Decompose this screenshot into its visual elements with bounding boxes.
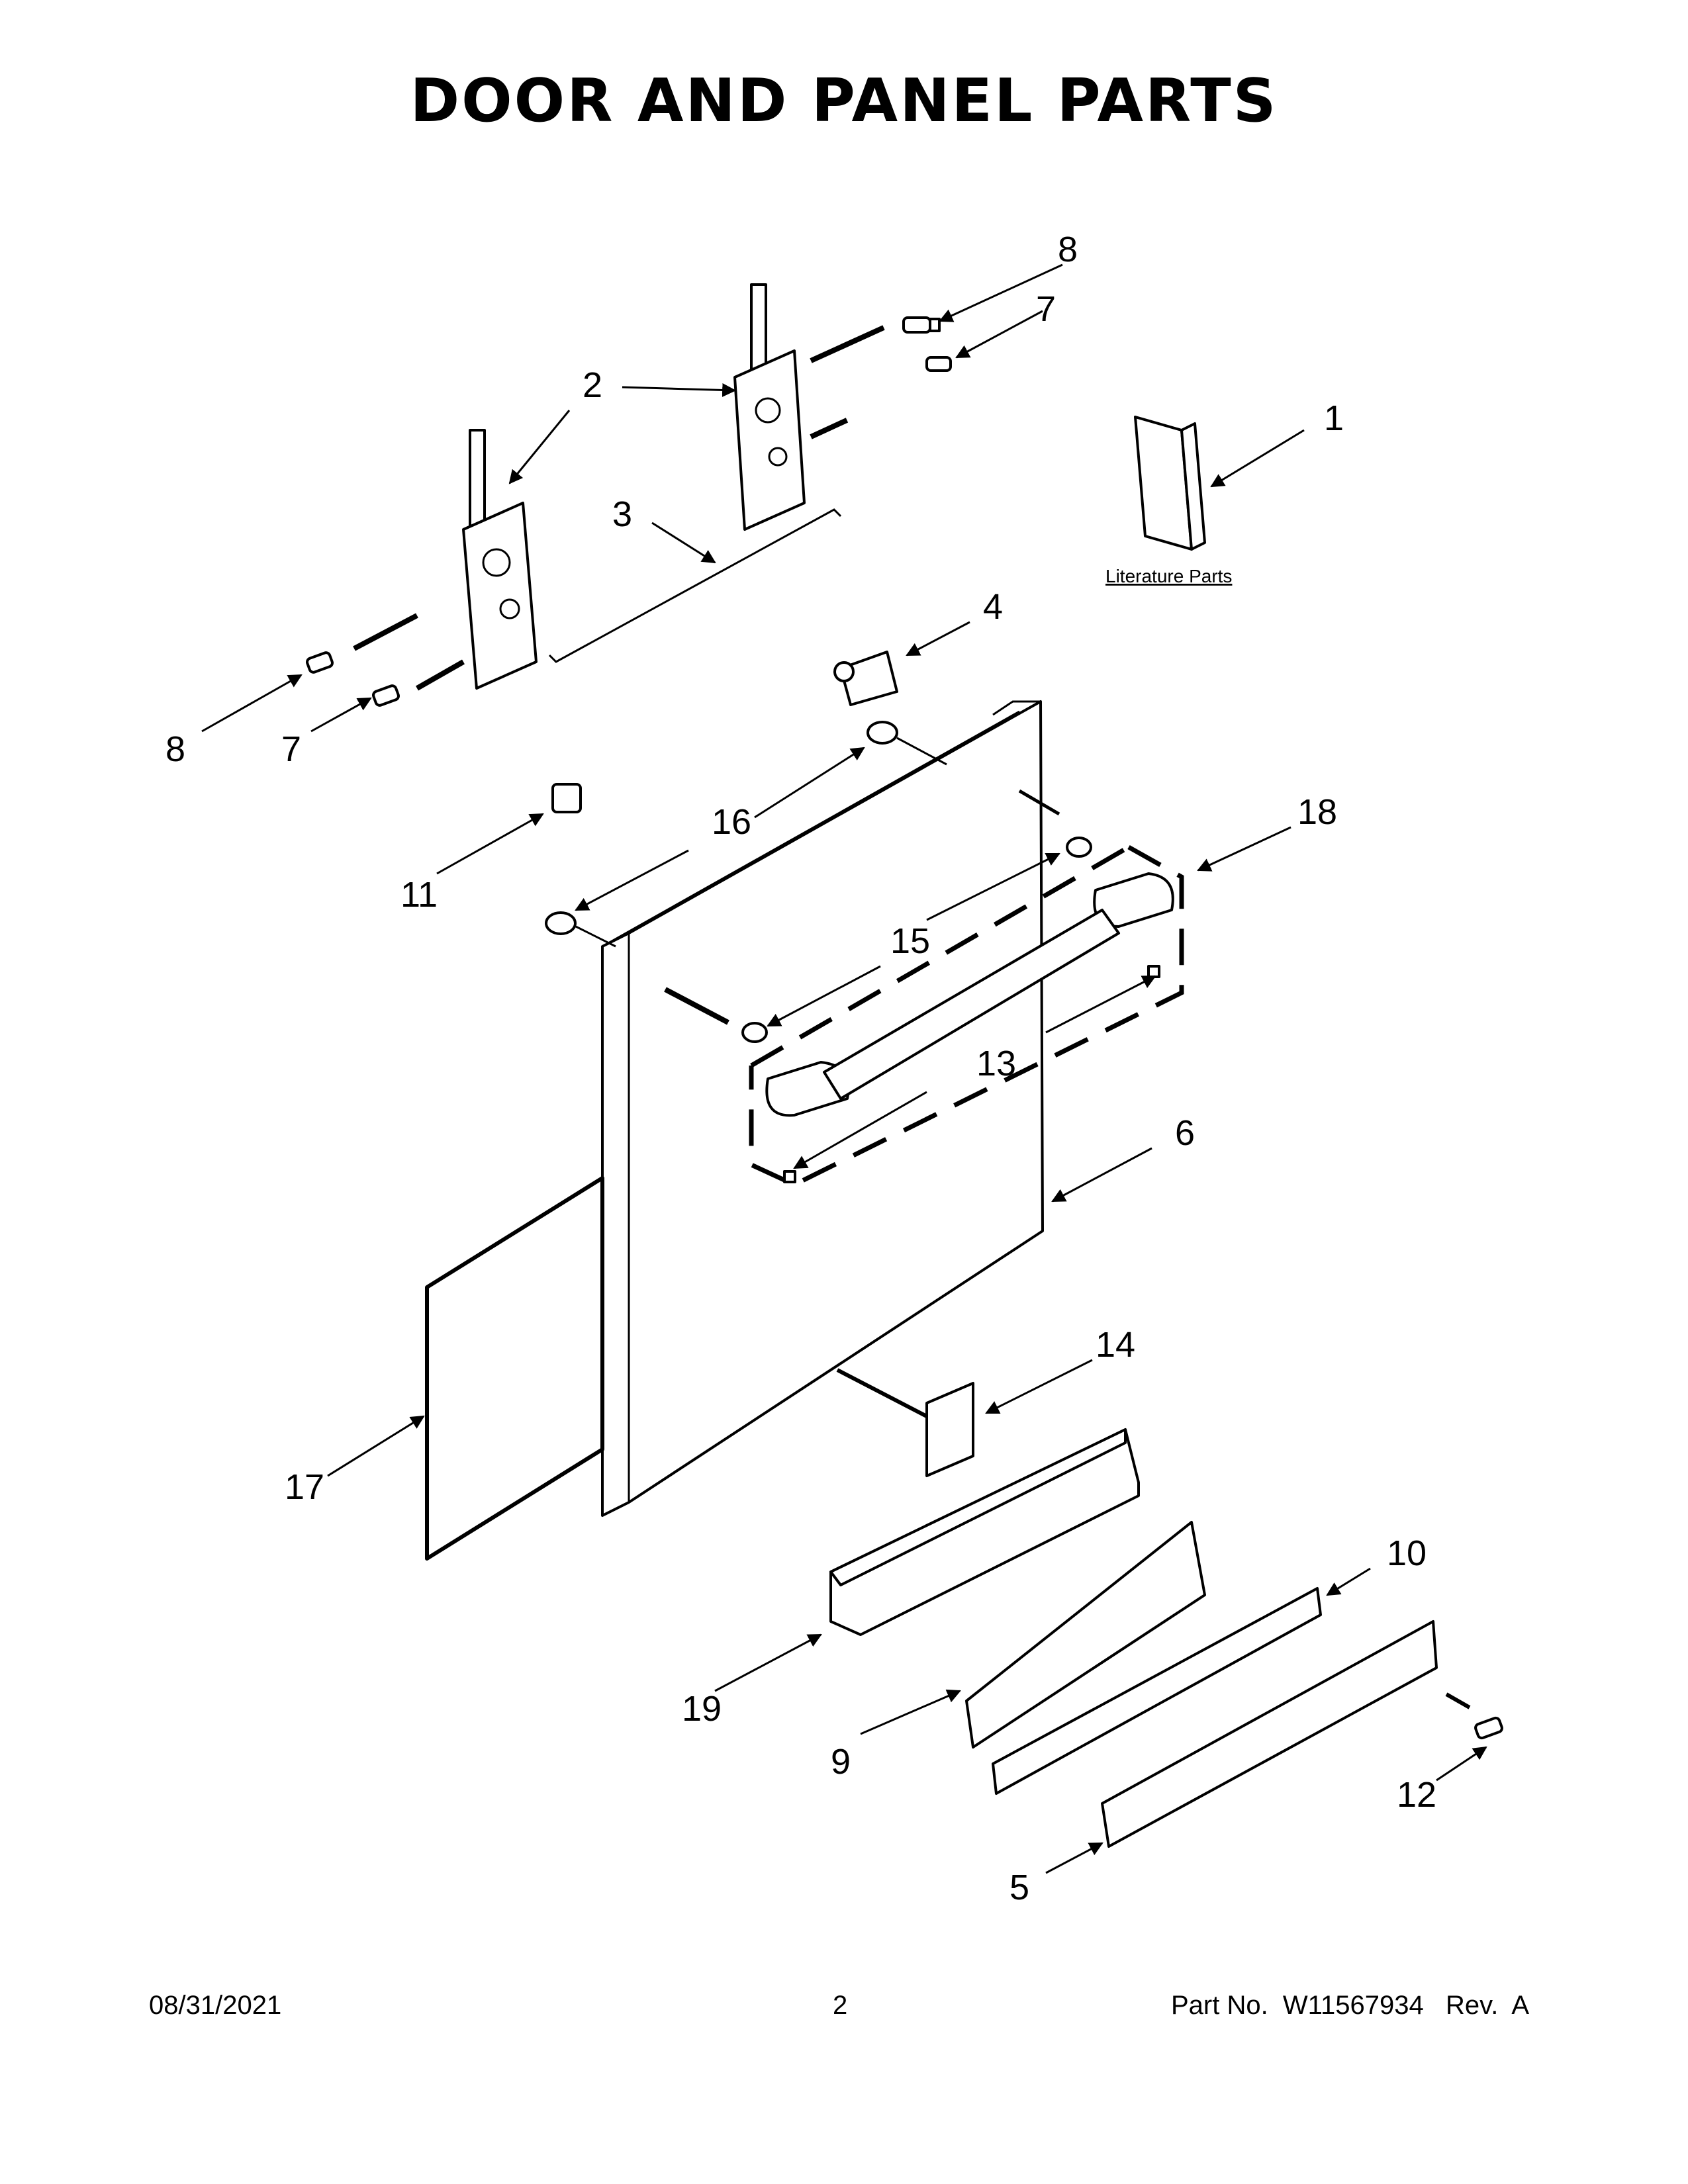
callout-13: 13 <box>976 1044 1016 1083</box>
door-handle <box>664 789 1184 1187</box>
callout-11: 11 <box>400 875 438 915</box>
door-clip <box>833 651 898 706</box>
hinge-rod <box>548 508 842 663</box>
toe-panel-upper <box>829 1428 1140 1636</box>
callout-8-left: 8 <box>165 729 185 769</box>
callout-3: 3 <box>612 494 632 534</box>
toe-panel-middle <box>965 1521 1206 1749</box>
toe-panel-lower <box>1101 1620 1503 1848</box>
callout-8-top: 8 <box>1058 230 1078 269</box>
callout-17: 17 <box>285 1467 324 1507</box>
footer-date: 08/31/2021 <box>149 1991 282 2020</box>
callout-7-left: 7 <box>281 729 301 769</box>
callout-5: 5 <box>1009 1868 1029 1907</box>
callout-12: 12 <box>1397 1775 1436 1815</box>
handle-washers <box>545 721 1092 1043</box>
footer-part-number: Part No. W11567934 Rev. A <box>1170 1991 1529 2020</box>
inner-panel-outline <box>425 1176 604 1561</box>
callout-4: 4 <box>983 587 1003 627</box>
callout-9: 9 <box>831 1742 851 1782</box>
callout-6: 6 <box>1175 1113 1195 1153</box>
callout-2: 2 <box>583 365 602 405</box>
door-switch <box>551 783 582 813</box>
callout-19: 19 <box>682 1689 722 1729</box>
callout-labels: 1 2 3 4 8 7 8 7 16 11 18 15 13 6 14 17 1… <box>165 230 1436 1907</box>
callout-10: 10 <box>1387 1533 1427 1573</box>
callout-1: 1 <box>1324 398 1344 438</box>
hinge-right <box>733 283 806 531</box>
hinge-left <box>462 429 538 690</box>
door-panel <box>601 700 1044 1517</box>
footer-page-number: 2 <box>833 1991 848 2020</box>
callout-15: 15 <box>890 921 930 961</box>
page-title: DOOR AND PANEL PARTS <box>410 66 1278 136</box>
callout-16: 16 <box>712 802 751 842</box>
callout-7-top: 7 <box>1036 289 1056 329</box>
toe-panel-trim <box>992 1587 1322 1795</box>
callout-14: 14 <box>1096 1325 1135 1365</box>
leader-arrows <box>201 263 1487 1874</box>
callout-18: 18 <box>1297 792 1337 832</box>
panel-bracket <box>836 1368 974 1477</box>
literature-book <box>1134 416 1206 551</box>
literature-parts-label: Literature Parts <box>1105 566 1232 586</box>
hinge-screws <box>306 316 952 707</box>
